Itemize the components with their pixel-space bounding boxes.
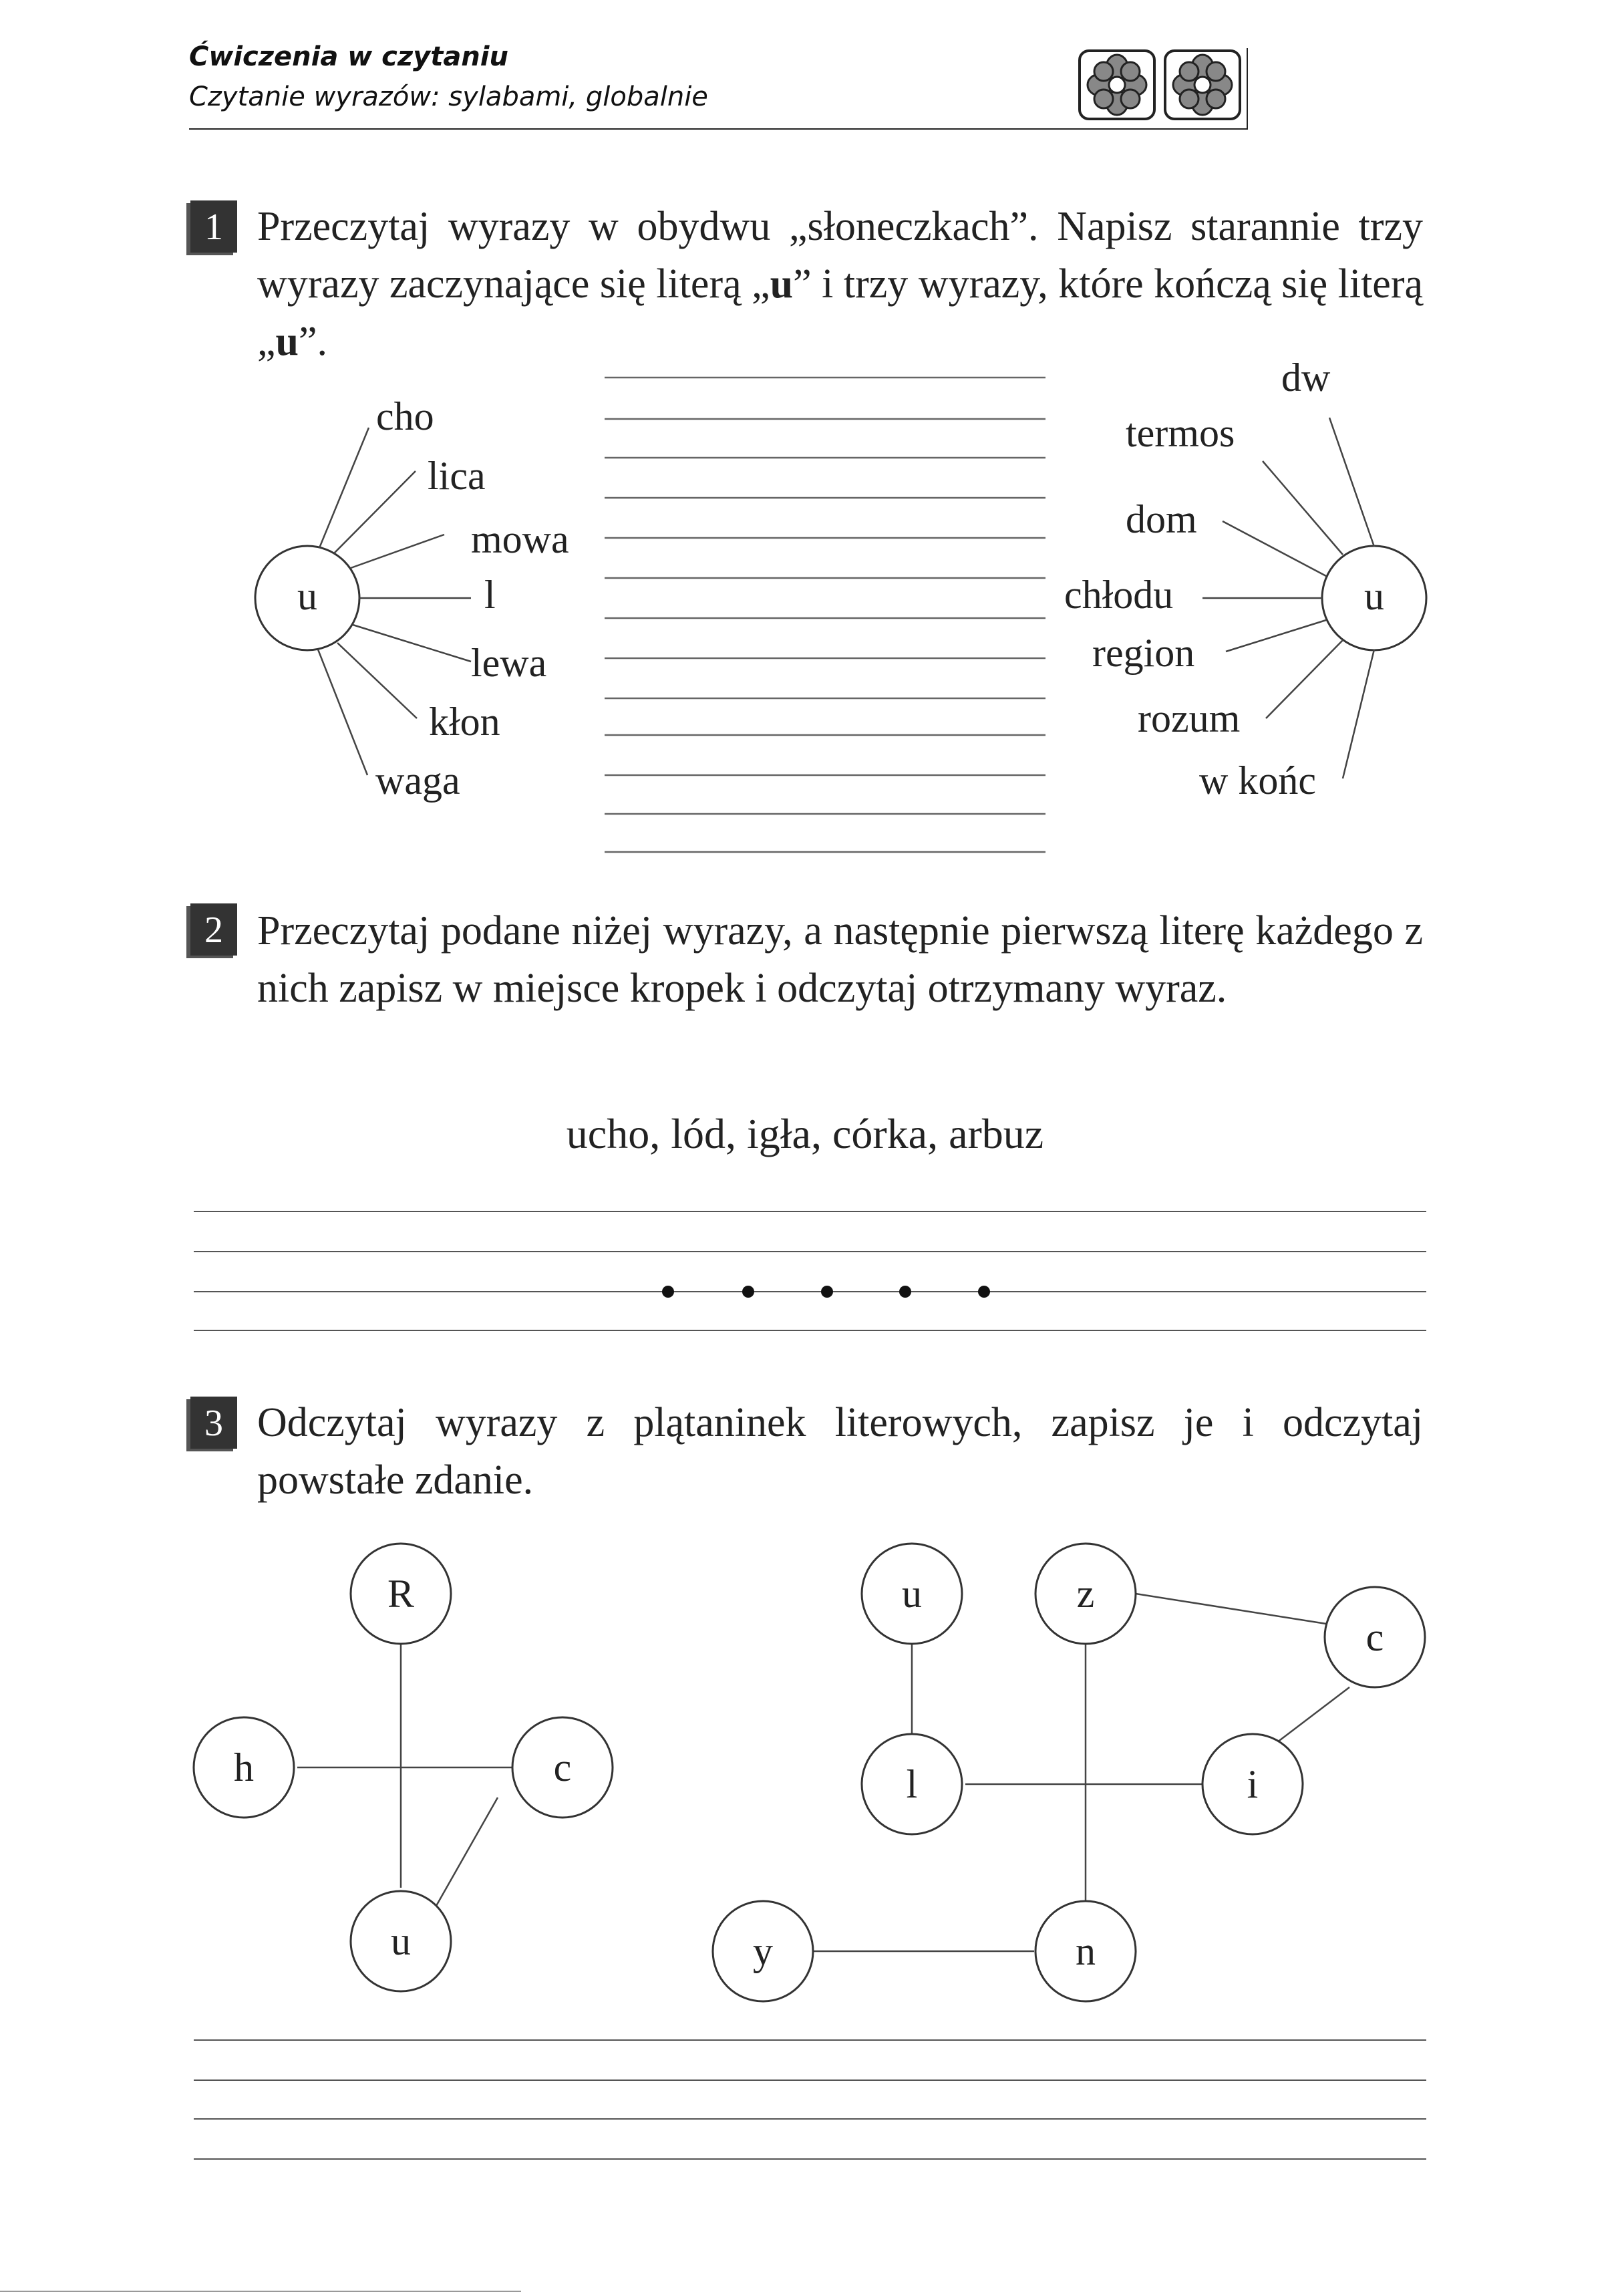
task1-writing-lines [605, 376, 1045, 853]
writing-line [194, 2039, 1426, 2041]
flower-icon [1078, 49, 1156, 120]
letter-node [1034, 1900, 1137, 2003]
letter-node-label: y [753, 1929, 773, 1973]
writing-line [194, 1330, 1426, 1331]
letter-node-label: u [391, 1919, 411, 1963]
page-bottom-rule [0, 2291, 521, 2292]
sun-diagrams: u cho lica mowa l lewa kłon waga u [254, 355, 1428, 853]
writing-line [194, 1251, 1426, 1252]
task-number-badge: 2 [190, 903, 237, 956]
letter-node [349, 1890, 452, 1993]
letter-node-label: c [554, 1745, 572, 1789]
letter-node-label: l [907, 1762, 918, 1806]
left-sun-word: lica [428, 454, 486, 498]
letter-node-label: R [387, 1572, 414, 1616]
flower-icon [1164, 49, 1241, 120]
task-number-badge: 1 [190, 200, 237, 253]
left-sun-word: mowa [471, 517, 569, 561]
right-sun-word: termos [1126, 411, 1235, 455]
letter-node-label: i [1247, 1762, 1259, 1806]
task1-instructions: Przeczytaj wyrazy w obydwu „słoneczkach”… [257, 204, 1423, 364]
letter-node [349, 1542, 452, 1645]
task2-instructions: Przeczytaj podane niżej wyrazy, a następ… [257, 908, 1423, 1011]
task3-instructions: Odczytaj wyrazy z plątaninek literowych,… [257, 1400, 1423, 1503]
writing-line [194, 1291, 1426, 1292]
task2-word-list: ucho, lód, igła, córka, arbuz [566, 1110, 1044, 1157]
letter-node [1201, 1733, 1304, 1836]
letter-node [192, 1716, 295, 1819]
writing-line [194, 2158, 1426, 2160]
header-rule [189, 128, 1248, 130]
answer-dots [662, 1286, 990, 1298]
writing-line [194, 2118, 1426, 2120]
right-sun-word: dom [1126, 497, 1197, 541]
right-sun-word: rozum [1138, 696, 1240, 740]
left-sun-word: cho [376, 394, 434, 438]
left-sun-word: l [484, 573, 496, 617]
writing-line [194, 2079, 1426, 2081]
letter-node [711, 1900, 814, 2003]
letter-node-label: u [902, 1572, 922, 1616]
header-subtitle: Czytanie wyrazów: sylabami, globalnie [189, 82, 708, 112]
letter-node [511, 1716, 614, 1819]
right-sun-word: w końc [1199, 758, 1316, 803]
left-sun-word: kłon [429, 700, 500, 744]
right-sun-word: region [1092, 631, 1194, 675]
letter-node [860, 1542, 963, 1645]
writing-line [194, 1211, 1426, 1212]
right-sun-word: chłodu [1064, 573, 1173, 617]
letter-node [1034, 1542, 1137, 1645]
letter-node [860, 1733, 963, 1836]
letter-node-label: c [1366, 1615, 1384, 1659]
letter-node-label: n [1076, 1929, 1096, 1973]
left-sun-word: lewa [471, 641, 546, 685]
header-vertical-rule [1247, 48, 1248, 130]
letter-node-label: z [1077, 1572, 1095, 1616]
right-sun-center-letter: u [1364, 574, 1384, 618]
right-sun-word: dw [1281, 355, 1331, 400]
header-title: Ćwiczenia w czytaniu [189, 41, 508, 72]
left-sun-word: waga [375, 758, 460, 803]
left-sun-center-letter: u [297, 574, 317, 618]
letter-node [1323, 1586, 1426, 1689]
task-number-badge: 3 [190, 1397, 237, 1449]
letter-node-label: h [234, 1745, 254, 1789]
